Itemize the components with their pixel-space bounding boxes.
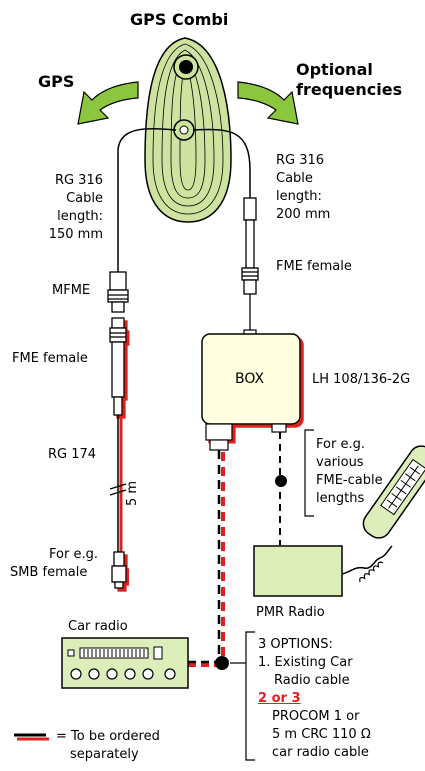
rg316-cables — [117, 127, 251, 272]
rg316-left-line2: Cable — [66, 191, 103, 206]
rg316-right-line2: Cable — [276, 171, 313, 186]
smb-line2: SMB female — [10, 565, 88, 580]
label-pmr-radio: PMR Radio — [256, 605, 325, 620]
label-frequencies: frequencies — [296, 80, 403, 99]
fme-lengths-line3: FME-cable — [316, 473, 383, 488]
rg316-left-line4: 150 mm — [48, 227, 103, 242]
label-model: LH 108/136-2G — [312, 372, 411, 387]
box-to-pmr-cable — [275, 432, 287, 545]
option23-line2: 5 m CRC 110 Ω — [272, 727, 371, 742]
fme-lengths-line1: For e.g. — [316, 437, 365, 452]
options-bracket — [245, 631, 255, 761]
fme-connector-right — [241, 197, 259, 330]
fme-lengths-line4: lengths — [316, 491, 365, 506]
pmr-radio — [253, 545, 393, 597]
option23-line1: PROCOM 1 or — [272, 709, 360, 724]
label-fme-female-left: FME female — [12, 351, 88, 366]
optional-frequencies-arrow-icon — [237, 81, 299, 125]
option23-line3: car radio cable — [272, 745, 369, 760]
rg316-left-line3: length: — [57, 209, 103, 224]
label-rg174: RG 174 — [48, 447, 97, 462]
rg316-left-line1: RG 316 — [54, 173, 103, 188]
gps-arrow-icon — [77, 81, 139, 125]
title-gps-combi: GPS Combi — [130, 10, 229, 29]
option1-line2: Radio cable — [274, 673, 350, 688]
label-box: BOX — [235, 371, 265, 387]
box-unit — [201, 329, 301, 451]
car-radio — [61, 637, 189, 689]
legend-line2: separately — [70, 747, 139, 762]
label-car-radio: Car radio — [68, 619, 128, 634]
smb-connector — [111, 551, 127, 589]
handset-microphone-icon — [362, 445, 425, 539]
smb-line1: For e.g. — [49, 547, 98, 562]
label-five-m: 5 m — [125, 480, 140, 506]
label-optional: Optional — [296, 60, 373, 79]
box-to-car-radio-cable — [188, 450, 246, 670]
rg316-right-line4: 200 mm — [276, 207, 331, 222]
label-fme-female-right: FME female — [276, 259, 352, 274]
gps-combi-antenna — [144, 37, 232, 223]
rg316-right-line3: length: — [276, 189, 322, 204]
rg316-right-line1: RG 316 — [276, 153, 325, 168]
legend-red-cable-swatch — [14, 733, 49, 741]
label-gps: GPS — [38, 72, 75, 91]
option23-marker: 2 or 3 — [258, 691, 301, 706]
rg174-cable — [109, 415, 127, 555]
options-title: 3 OPTIONS: — [258, 637, 333, 652]
legend-line1: = To be ordered — [56, 729, 160, 744]
mfme-connector — [107, 271, 129, 313]
label-mfme: MFME — [52, 283, 91, 298]
option1-line1: 1. Existing Car — [258, 655, 353, 670]
fme-female-left-connector — [109, 317, 127, 416]
fme-lengths-line2: various — [316, 455, 364, 470]
fme-lengths-bracket — [304, 429, 314, 517]
